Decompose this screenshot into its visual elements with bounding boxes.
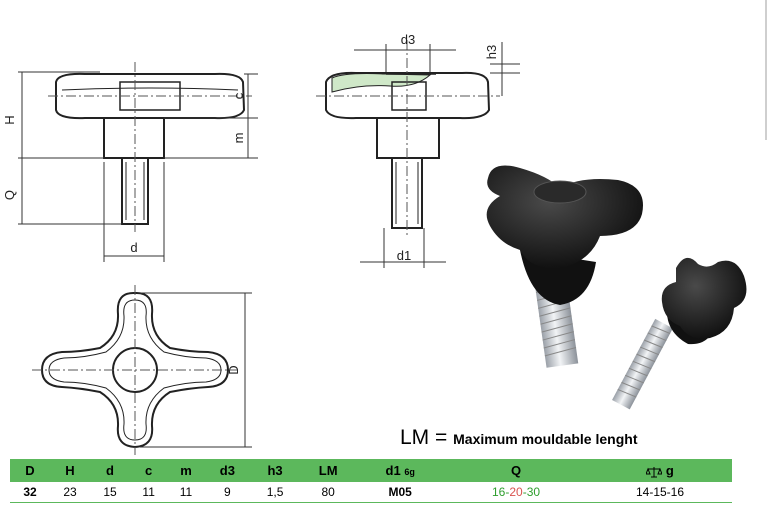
front-dimensions (18, 71, 258, 262)
dim-label-d1: d1 (397, 248, 411, 263)
lm-description: Maximum mouldable lenght (453, 431, 638, 447)
q-value-1: 16 (492, 485, 506, 499)
cell-h3: 1,5 (250, 482, 301, 503)
cell-c: 11 (130, 482, 168, 503)
col-header-d3: d3 (204, 459, 251, 482)
col-header-d: d (90, 459, 130, 482)
cell-D: 32 (10, 482, 50, 503)
cell-LM: 80 (300, 482, 357, 503)
dim-label-m: m (231, 133, 246, 144)
dim-label-h3: h3 (484, 45, 499, 59)
cell-m: 11 (167, 482, 205, 503)
knob-photo-small (612, 257, 747, 410)
dim-label-c: c (231, 92, 246, 99)
side-view-centerlines (316, 40, 500, 236)
lm-definition-note: LM = Maximum mouldable lenght (400, 426, 637, 450)
col-header-m: m (167, 459, 205, 482)
weight-unit: g (665, 463, 674, 478)
q-value-2: 20 (509, 485, 523, 499)
d1-tolerance: 6g (404, 467, 415, 477)
col-header-h3: h3 (250, 459, 301, 482)
lm-abbrev: LM (400, 426, 430, 449)
dim-label-H: H (2, 115, 17, 124)
cell-d3: 9 (204, 482, 251, 503)
col-header-weight: g (588, 459, 732, 482)
side-dimensions (354, 42, 520, 268)
front-view (55, 72, 246, 225)
top-view-centerlines (32, 285, 238, 455)
cell-weight: 14-15-16 (588, 482, 732, 503)
q-value-3: 30 (526, 485, 541, 499)
dim-label-Q: Q (2, 190, 17, 200)
cell-Q: 16-20-30 (444, 482, 589, 503)
top-dimensions (140, 292, 252, 448)
table-row: 32 23 15 11 11 9 1,5 80 M05 16-20-30 14-… (10, 482, 732, 503)
col-header-D: D (10, 459, 50, 482)
spec-table: D H d c m d3 h3 LM d1 6g Q g (10, 459, 732, 503)
knob-photo-large (486, 165, 643, 368)
cell-H: 23 (50, 482, 90, 503)
dim-label-d: d (130, 240, 137, 255)
front-view-centerlines (48, 62, 252, 232)
spec-table-header: D H d c m d3 h3 LM d1 6g Q g (10, 459, 732, 482)
col-header-H: H (50, 459, 90, 482)
cell-d1: M05 (356, 482, 445, 503)
balance-scale-icon (645, 466, 663, 478)
dim-label-d3: d3 (401, 32, 415, 47)
lm-equals: = (429, 426, 454, 449)
col-header-Q: Q (444, 459, 589, 482)
col-header-c: c (130, 459, 168, 482)
d1-label: d1 (385, 463, 401, 478)
dim-label-D: D (226, 365, 241, 374)
col-header-LM: LM (300, 459, 357, 482)
col-header-d1: d1 6g (356, 459, 445, 482)
cell-d: 15 (90, 482, 130, 503)
